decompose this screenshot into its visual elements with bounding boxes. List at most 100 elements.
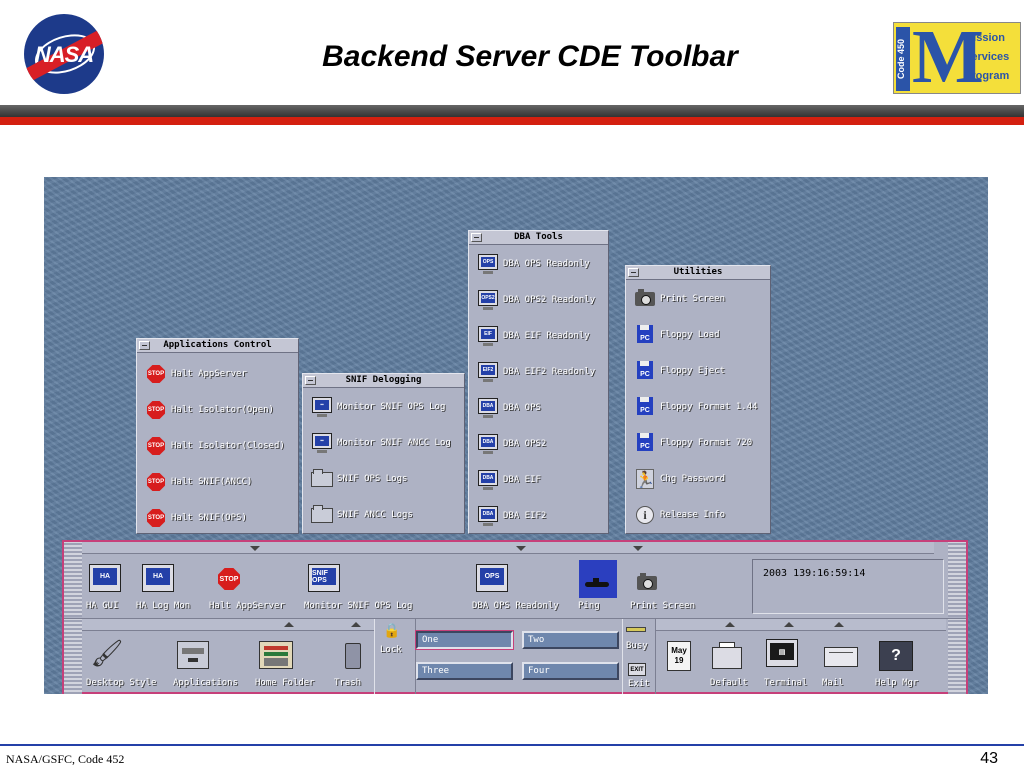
menu-item-label: Halt Isolator(Closed) — [171, 441, 285, 451]
menu-item-floppy-eject[interactable]: PC Floppy Eject — [634, 358, 725, 384]
menu-item-label: Floppy Format 720 — [660, 438, 753, 448]
menu-item-label: Floppy Eject — [660, 366, 726, 376]
msp-logo-line: Program — [964, 70, 1010, 82]
menu-title-bar[interactable]: SNIF Delogging — [303, 374, 464, 388]
monitor-icon: OPS — [477, 253, 499, 275]
subpanel-arrow-up-icon[interactable] — [834, 622, 844, 627]
clock-display: 2003 139:16:59:14 — [752, 559, 944, 614]
menu-item-label: Monitor SNIF OPS Log — [337, 402, 446, 412]
monitor-icon: ▪▪ — [311, 432, 333, 454]
front-panel-label: Terminal — [764, 678, 808, 688]
menu-item-halt-snif-ancc[interactable]: STOP Halt SNIF(ANCC) — [145, 469, 252, 495]
front-panel-label: Default — [710, 678, 748, 688]
menu-item-floppy-format-144[interactable]: PC Floppy Format 1.44 — [634, 394, 758, 420]
menu-close-button[interactable] — [628, 268, 639, 277]
home-folder-icon[interactable] — [259, 641, 293, 669]
msp-logo-words: Mission Services Program — [964, 29, 1009, 86]
front-panel-move-handle-left[interactable] — [64, 619, 82, 694]
menu-item-label: DBA EIF2 Readonly — [503, 367, 596, 377]
subpanel-arrow-up-icon[interactable] — [725, 622, 735, 627]
front-panel-top-row: HA HA GUI HA HA Log Mon STOP Halt AppSer… — [64, 542, 966, 617]
lock-label: Lock — [380, 645, 402, 655]
clock-text: 2003 139:16:59:14 — [763, 568, 866, 579]
front-panel-bottom-row: 🖌 Desktop Style Applications Home Folder… — [64, 618, 966, 694]
subpanel-arrow-down-icon[interactable] — [516, 546, 526, 551]
stop-icon[interactable]: STOP — [218, 568, 242, 592]
msp-logo-line: Services — [964, 51, 1010, 63]
ha-gui-icon[interactable]: HA — [89, 564, 121, 592]
ping-sonar-icon[interactable] — [579, 560, 617, 598]
header-divider-grey — [0, 105, 1024, 117]
menu-title: SNIF Delogging — [345, 375, 422, 385]
front-panel-move-handle-right[interactable] — [948, 542, 966, 617]
menu-title-bar[interactable]: Applications Control — [137, 339, 298, 353]
menu-close-button[interactable] — [139, 341, 150, 350]
exit-label[interactable]: Exit — [628, 679, 650, 689]
menu-item-dba-eif[interactable]: DBA DBA EIF — [477, 467, 541, 493]
menu-item-release-info[interactable]: i Release Info — [634, 502, 725, 528]
exit-icon[interactable]: EXIT — [628, 663, 646, 676]
menu-item-dba-ops2-readonly[interactable]: OPS2 DBA OPS2 Readonly — [477, 287, 595, 313]
menu-title-bar[interactable]: DBA Tools — [469, 231, 608, 245]
monitor-icon: EIF — [477, 325, 499, 347]
busy-exit-cell — [622, 619, 656, 694]
menu-item-monitor-snif-ops-log[interactable]: ▪▪ Monitor SNIF OPS Log — [311, 394, 445, 420]
menu-item-label: Halt SNIF(ANCC) — [171, 477, 253, 487]
menu-item-dba-eif-readonly[interactable]: EIF DBA EIF Readonly — [477, 323, 590, 349]
ha-log-monitor-icon[interactable]: HA — [142, 564, 174, 592]
menu-item-label: Halt AppServer — [171, 369, 247, 379]
front-panel-move-handle-right[interactable] — [948, 619, 966, 694]
subpanel-arrow-down-icon[interactable] — [250, 546, 260, 551]
front-panel-label: Mail — [822, 678, 844, 688]
menu-item-label: Monitor SNIF ANCC Log — [337, 438, 451, 448]
menu-item-halt-isolator-open[interactable]: STOP Halt Isolator(Open) — [145, 397, 274, 423]
workspace-button-three[interactable]: Three — [416, 662, 513, 680]
subpanel-arrow-up-icon[interactable] — [284, 622, 294, 627]
folder-icon — [311, 468, 333, 490]
menu-close-button[interactable] — [305, 376, 316, 385]
menu-item-dba-eif2-readonly[interactable]: EIF2 DBA EIF2 Readonly — [477, 359, 595, 385]
menu-close-button[interactable] — [471, 233, 482, 242]
menu-item-floppy-format-720[interactable]: PC Floppy Format 720 — [634, 430, 752, 456]
help-manager-icon[interactable]: ? — [879, 641, 913, 671]
menu-item-chg-password[interactable]: 🏃 Chg Password — [634, 466, 725, 492]
workspace-button-two[interactable]: Two — [522, 631, 619, 649]
menu-item-floppy-load[interactable]: PC Floppy Load — [634, 322, 720, 348]
terminal-icon[interactable]: ▤ — [766, 639, 798, 667]
menu-item-label: Floppy Format 1.44 — [660, 402, 758, 412]
menu-item-snif-ancc-logs[interactable]: SNIF ANCC Logs — [311, 502, 413, 528]
printer-icon[interactable] — [712, 642, 742, 669]
subpanel-arrow-up-icon[interactable] — [351, 622, 361, 627]
menu-item-halt-appserver[interactable]: STOP Halt AppServer — [145, 361, 247, 387]
workspace-button-four[interactable]: Four — [522, 662, 619, 680]
camera-icon[interactable] — [636, 572, 660, 592]
menu-item-dba-ops2[interactable]: DBA DBA OPS2 — [477, 431, 546, 457]
menu-item-print-screen[interactable]: Print Screen — [634, 286, 725, 312]
menu-item-snif-ops-logs[interactable]: SNIF OPS Logs — [311, 466, 407, 492]
menu-title-bar[interactable]: Utilities — [626, 266, 770, 280]
menu-item-monitor-snif-ancc-log[interactable]: ▪▪ Monitor SNIF ANCC Log — [311, 430, 451, 456]
desktop-style-icon[interactable]: 🖌 — [90, 639, 124, 669]
front-panel-move-handle-left[interactable] — [64, 542, 82, 617]
menu-item-label: Halt Isolator(Open) — [171, 405, 274, 415]
subpanel-arrow-up-icon[interactable] — [784, 622, 794, 627]
dba-ops-readonly-icon[interactable]: OPS — [476, 564, 508, 592]
menu-item-halt-snif-ops[interactable]: STOP Halt SNIF(OPS) — [145, 505, 247, 531]
nasa-logo: NASA — [24, 14, 104, 94]
mail-icon[interactable] — [824, 647, 858, 667]
monitor-snif-ops-icon[interactable]: SNIF OPS — [308, 564, 340, 592]
lock-icon[interactable]: 🔒 — [383, 623, 401, 639]
menu-item-label: DBA OPS — [503, 403, 541, 413]
menu-item-dba-ops[interactable]: DBA DBA OPS — [477, 395, 541, 421]
trash-icon[interactable] — [345, 643, 361, 669]
applications-icon[interactable] — [177, 641, 209, 669]
slide-title: Backend Server CDE Toolbar — [322, 40, 738, 73]
menu-item-dba-ops-readonly[interactable]: OPS DBA OPS Readonly — [477, 251, 590, 277]
workspace-button-one[interactable]: One — [415, 630, 514, 650]
subpanel-arrow-down-icon[interactable] — [633, 546, 643, 551]
stop-icon: STOP — [145, 399, 167, 421]
menu-item-dba-eif2[interactable]: DBA DBA EIF2 — [477, 503, 546, 529]
menu-item-halt-isolator-closed[interactable]: STOP Halt Isolator(Closed) — [145, 433, 285, 459]
floppy-icon: PC — [634, 360, 656, 382]
